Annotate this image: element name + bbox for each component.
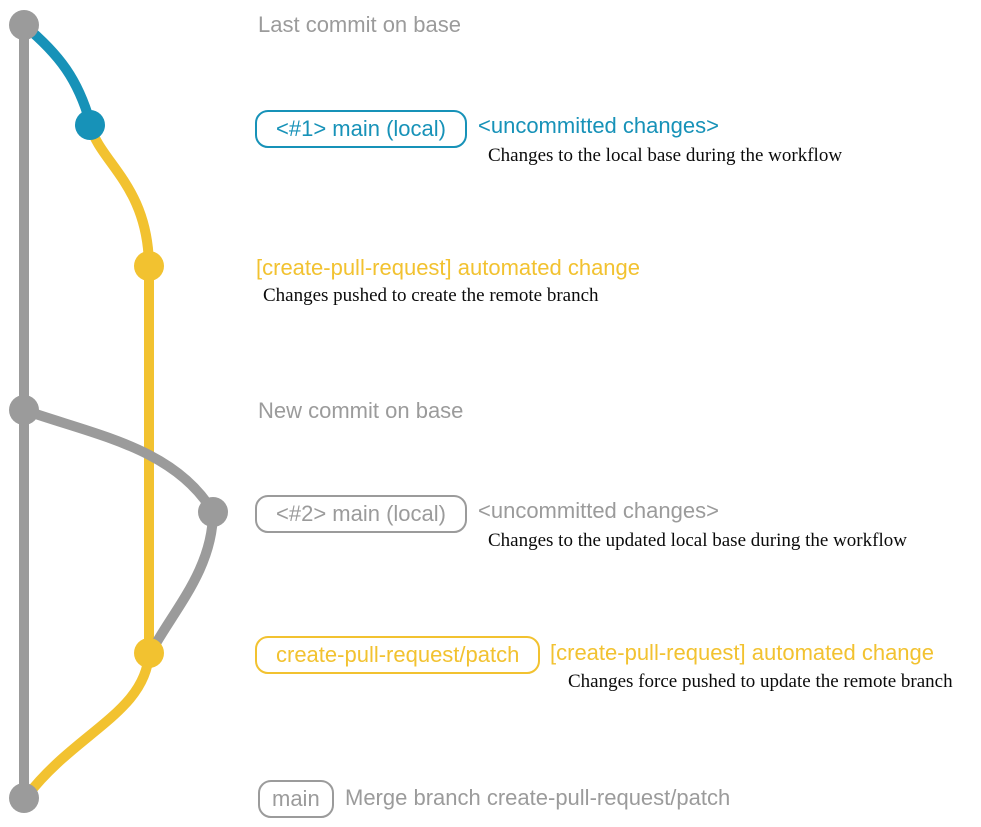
- desc-uncommitted-changes-1: Changes to the local base during the wor…: [488, 145, 843, 166]
- heading-automated-change-2: [create-pull-request] automated change: [550, 640, 935, 665]
- desc-automated-change-1: Changes pushed to create the remote bran…: [263, 285, 599, 306]
- commit-local-changes-2: [198, 497, 228, 527]
- heading-uncommitted-changes-2: <uncommitted changes>: [478, 498, 719, 523]
- desc-uncommitted-changes-2: Changes to the updated local base during…: [488, 530, 907, 551]
- commit-automated-change-1: [134, 251, 164, 281]
- branch-badge-main-local-2: <#2> main (local): [255, 495, 467, 533]
- commit-merge-on-base: [9, 783, 39, 813]
- commit-automated-change-2: [134, 638, 164, 668]
- branch-badge-main-local-1: <#1> main (local): [255, 110, 467, 148]
- branch-base-new-commit: [19, 405, 219, 659]
- commit-last-on-base: [9, 10, 39, 40]
- label-last-commit-on-base: Last commit on base: [258, 12, 461, 37]
- label-merge-branch: Merge branch create-pull-request/patch: [345, 785, 731, 810]
- commit-new-on-base: [9, 395, 39, 425]
- branch-patch: [22, 120, 154, 801]
- desc-automated-change-2: Changes force pushed to update the remot…: [568, 671, 953, 692]
- label-new-commit-on-base: New commit on base: [258, 398, 464, 423]
- branch-local-changes: [19, 20, 95, 127]
- heading-automated-change-1: [create-pull-request] automated change: [256, 255, 641, 280]
- heading-uncommitted-changes-1: <uncommitted changes>: [478, 113, 719, 138]
- git-graph: [9, 10, 228, 813]
- branch-badge-create-pull-request-patch: create-pull-request/patch: [255, 636, 541, 674]
- commit-local-changes-1: [75, 110, 105, 140]
- branch-badge-main: main: [258, 780, 334, 818]
